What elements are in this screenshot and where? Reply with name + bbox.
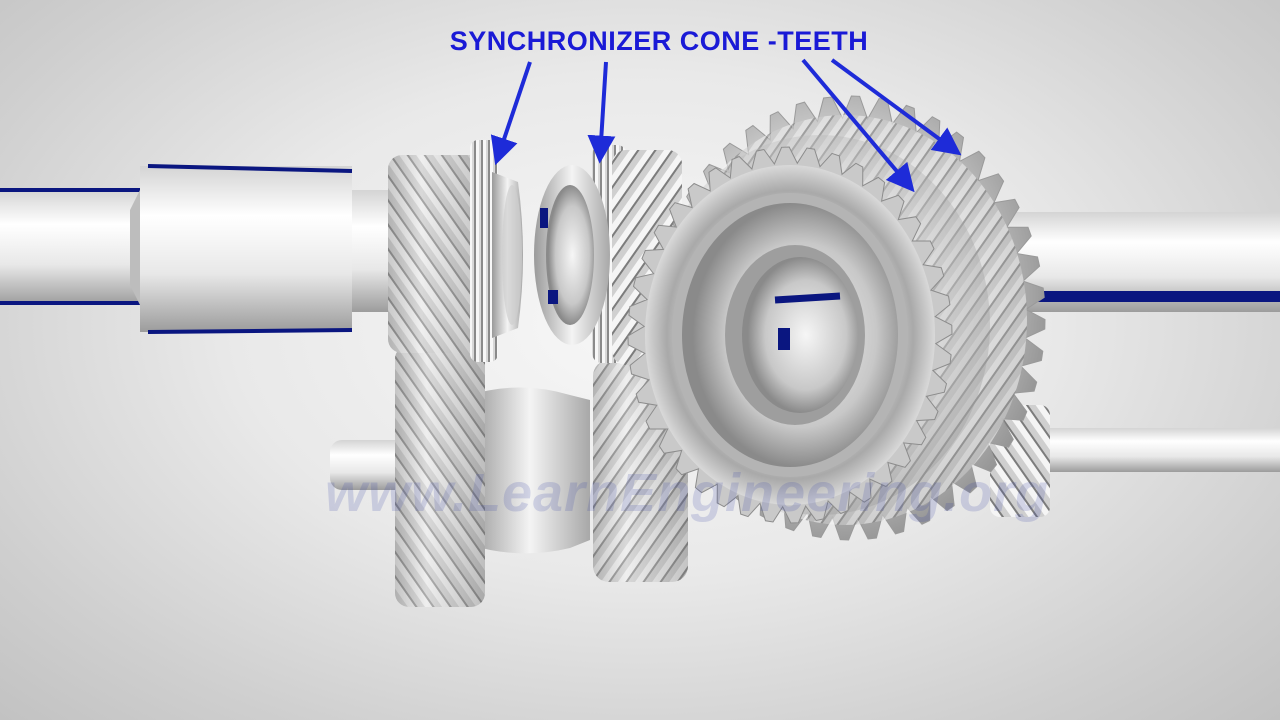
input-shaft <box>0 164 402 334</box>
callout-arrows <box>490 58 962 193</box>
arrow-ring-teeth <box>801 58 915 193</box>
diagram-title-label: SYNCHRONIZER CONE -TEETH <box>449 26 869 56</box>
arrow-gear-teeth <box>830 58 962 156</box>
synchronizer-cone-left <box>470 140 523 362</box>
arrow-cone-right <box>587 61 616 164</box>
synchronizer-hub-sleeve <box>627 146 953 524</box>
watermark-text: www.LearnEngineering.org <box>325 463 1050 523</box>
arrow-cone-left <box>490 61 532 166</box>
helical-gear-left <box>388 155 483 353</box>
